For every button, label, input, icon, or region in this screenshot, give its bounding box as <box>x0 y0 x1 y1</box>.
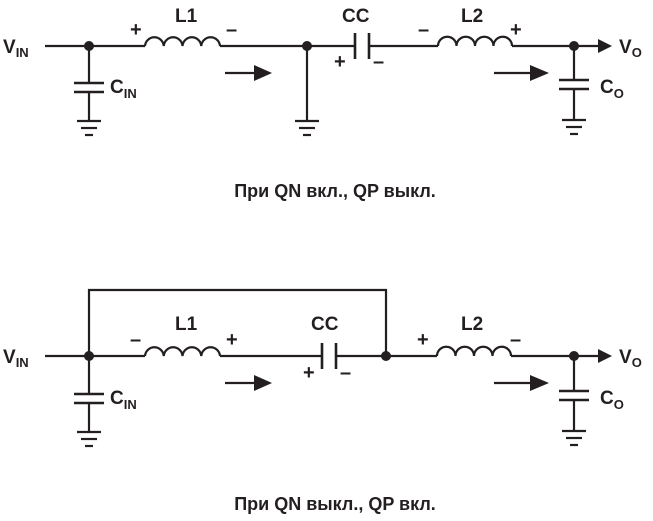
co-label: CO <box>600 77 624 101</box>
vin-label: VIN <box>3 37 29 60</box>
vin-label: VIN <box>3 347 29 370</box>
bottom-caption: При QN выкл., QP вкл. <box>234 494 436 514</box>
vo-output-arrow <box>598 39 612 53</box>
cc-left-polarity: + <box>334 51 346 73</box>
current-arrow <box>225 375 272 391</box>
vo-label: VO <box>619 37 642 60</box>
top-caption: При QN вкл., QP выкл. <box>234 181 436 201</box>
inductor-l2 <box>435 345 513 357</box>
co-label: CO <box>600 388 624 412</box>
current-arrow <box>494 65 549 81</box>
vo-label: VO <box>619 347 642 370</box>
junction-node <box>84 351 94 361</box>
cin-label: CIN <box>110 388 137 412</box>
circuit-bottom: VIN VO CIN CO L1 L2 CC – + + – + – При Q… <box>3 288 642 514</box>
ground-symbol <box>77 119 101 137</box>
ground-symbol <box>562 429 586 447</box>
junction-node <box>302 41 312 51</box>
l2-label: L2 <box>461 314 483 335</box>
junction-node <box>381 351 391 361</box>
ground-symbol <box>295 119 319 137</box>
ground-symbol <box>77 430 101 448</box>
circuit-top: VIN VO CIN CO L1 L2 CC + – – + + – При Q… <box>3 6 642 201</box>
cin-label: CIN <box>110 77 137 101</box>
junction-node <box>84 41 94 51</box>
l2-left-polarity: + <box>417 329 429 351</box>
l2-left-polarity: – <box>418 19 429 41</box>
junction-node <box>569 351 579 361</box>
vo-output-arrow <box>598 349 612 363</box>
l1-left-polarity: + <box>130 19 142 41</box>
cc-label: CC <box>342 6 370 27</box>
inductor-l1 <box>143 36 222 47</box>
l2-right-polarity: + <box>510 19 522 41</box>
current-arrow <box>494 375 549 391</box>
cc-label: CC <box>311 314 339 335</box>
junction-node <box>569 41 579 51</box>
cc-left-polarity: + <box>303 362 315 384</box>
l1-label: L1 <box>175 314 198 335</box>
wire-bypass-loop <box>87 288 388 356</box>
current-arrow <box>225 65 272 81</box>
cc-right-polarity: – <box>340 362 351 384</box>
inductor-l1 <box>143 346 222 357</box>
l2-label: L2 <box>461 6 483 27</box>
l1-left-polarity: – <box>130 329 141 351</box>
ground-symbol <box>562 118 586 136</box>
l2-right-polarity: – <box>510 329 521 351</box>
cc-right-polarity: – <box>373 51 384 73</box>
l1-right-polarity: – <box>226 19 237 41</box>
inductor-l2 <box>436 35 514 47</box>
l1-label: L1 <box>175 6 198 27</box>
l1-right-polarity: + <box>226 329 238 351</box>
